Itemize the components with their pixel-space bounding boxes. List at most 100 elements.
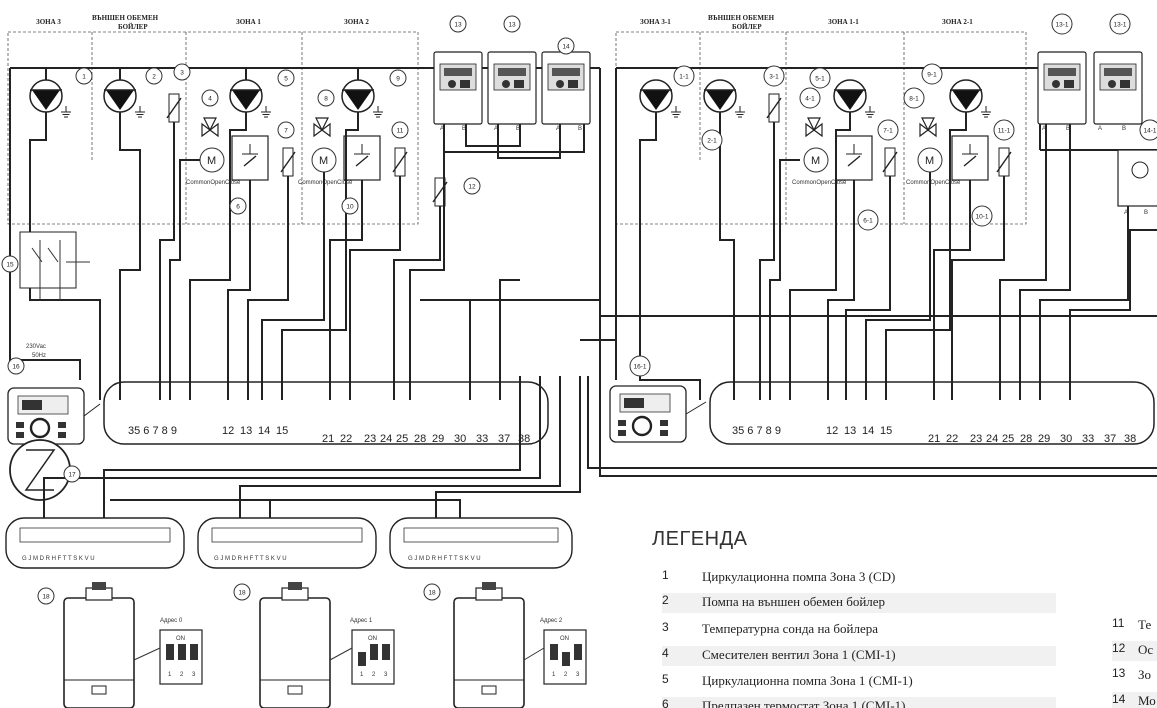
- bus-terminal-a: A: [1042, 126, 1046, 132]
- valve-terminal-labels: CommonOpenClose: [298, 180, 353, 186]
- controller-left-icon: [6, 386, 86, 446]
- callout-number: 7-1: [883, 127, 893, 134]
- svg-text:33: 33: [476, 433, 488, 445]
- svg-text:3: 3: [576, 672, 580, 678]
- safety-thermostat-zone1-icon: [231, 135, 269, 181]
- callout-number: 12: [468, 183, 476, 190]
- callout-number: 11-1: [998, 127, 1011, 134]
- remote-control-icon: [541, 51, 591, 125]
- callout-number: 4-1: [805, 95, 815, 102]
- ground-icon: [734, 105, 746, 118]
- boiler-unit-icon: [453, 581, 525, 708]
- callout-left-13: [449, 15, 467, 33]
- terminal-number: 15: [880, 425, 892, 437]
- safety-thermostat-zone2-icon: [343, 135, 381, 181]
- callout-right-3-1: [763, 65, 785, 87]
- svg-text:2: 2: [372, 672, 376, 678]
- legend-title: ЛЕГЕНДА: [652, 528, 748, 550]
- callout-left-3: [173, 63, 191, 81]
- terminal-group3-left: 21 22 23 24 25 28 29 30 33 37 38: [322, 433, 530, 445]
- pump-zone2-1-icon: [949, 79, 983, 113]
- bus-terminal-b: B: [578, 126, 582, 132]
- room-thermostat-icon: [1093, 51, 1143, 125]
- callout-number: 14-1: [1143, 127, 1156, 134]
- address-label: Адрес 1: [350, 618, 373, 624]
- callout-number: 7: [284, 127, 288, 134]
- pump-zone1-1-icon: [833, 79, 867, 113]
- mixing-valve-zone1-icon: [201, 117, 219, 137]
- mixing-valve-zone2-1-icon: [919, 117, 937, 137]
- flow-sensor-icon: [882, 147, 898, 177]
- callout-number: 13: [454, 21, 462, 28]
- bus-terminal-b: B: [1122, 126, 1126, 132]
- terminal-number: 13: [240, 425, 252, 437]
- callout-number: 10-1: [975, 213, 988, 220]
- callout-number: 10: [346, 203, 354, 210]
- callout-right-13-1: [1051, 13, 1073, 35]
- svg-text:29: 29: [1038, 433, 1050, 445]
- callout-number: 9-1: [927, 71, 937, 78]
- svg-text:25: 25: [396, 433, 408, 445]
- callout-left-6: [229, 197, 247, 215]
- callout-number: 13-1: [1113, 21, 1126, 28]
- callout-number: 1-1: [679, 73, 689, 80]
- terminal-group1: 35 6 7 8 9: [732, 425, 781, 437]
- safety-thermostat-icon: [951, 135, 989, 181]
- svg-text:3: 3: [384, 672, 388, 678]
- callout-right-10-1: [971, 205, 993, 227]
- callout-number: 6: [236, 203, 240, 210]
- address-label: Адрес 0: [160, 618, 183, 624]
- callout-left-12: [463, 177, 481, 195]
- pump-zone3-1-icon: [639, 79, 673, 113]
- bus-terminal-b: B: [516, 126, 520, 132]
- main-switch-icon: [19, 231, 77, 289]
- callout-left-18: [423, 583, 441, 601]
- callout-number: 4: [208, 95, 212, 102]
- boiler-pump-icon: [103, 79, 137, 113]
- dip-switch-address2: ON 1 2 3: [543, 629, 587, 685]
- ground-icon: [60, 105, 72, 118]
- supply-frequency: 50Hz: [32, 353, 46, 359]
- svg-text:38: 38: [1124, 433, 1136, 445]
- bus-terminal-a: A: [494, 126, 498, 132]
- boiler-sensor-icon: [166, 93, 182, 123]
- callout-number: 15: [6, 261, 14, 268]
- svg-text:1: 1: [552, 672, 556, 678]
- bus-terminal-a: A: [1098, 126, 1102, 132]
- boiler-sensor-1-icon: [766, 93, 782, 123]
- svg-text:30: 30: [454, 433, 466, 445]
- callout-right-14-1: [1139, 119, 1157, 141]
- callout-right-13-1: [1109, 13, 1131, 35]
- callout-number: 2: [152, 73, 156, 80]
- callout-left-10: [341, 197, 359, 215]
- callout-left-15: [1, 255, 19, 273]
- callout-left-7: [277, 121, 295, 139]
- callout-number: 3: [180, 69, 184, 76]
- svg-text:2: 2: [564, 672, 568, 678]
- callout-left-17: [63, 465, 81, 483]
- terminal-group1: 35 6 7 8 9: [128, 425, 177, 437]
- svg-text:37: 37: [1104, 433, 1116, 445]
- callout-right-9-1: [921, 63, 943, 85]
- callout-number: 1: [82, 73, 86, 80]
- callout-right-4-1: [799, 87, 821, 109]
- ground-icon: [864, 105, 876, 118]
- svg-text:28: 28: [1020, 433, 1032, 445]
- boiler-unit-icon: [63, 581, 135, 708]
- callout-number: 5-1: [815, 75, 825, 82]
- boiler-terminal-letters: G J M D R H F T T S K V U: [214, 556, 287, 562]
- room-thermostat-icon: [1037, 51, 1087, 125]
- left-zone2-label: ЗОНА 2: [344, 18, 369, 26]
- bus-terminal-a: A: [556, 126, 560, 132]
- motor-label: M: [925, 155, 934, 167]
- valve-motor-icon: [803, 147, 829, 173]
- callout-right-5-1: [809, 67, 831, 89]
- boiler-unit-icon: [259, 581, 331, 708]
- valve-terminal-labels: CommonOpenClose: [792, 180, 847, 186]
